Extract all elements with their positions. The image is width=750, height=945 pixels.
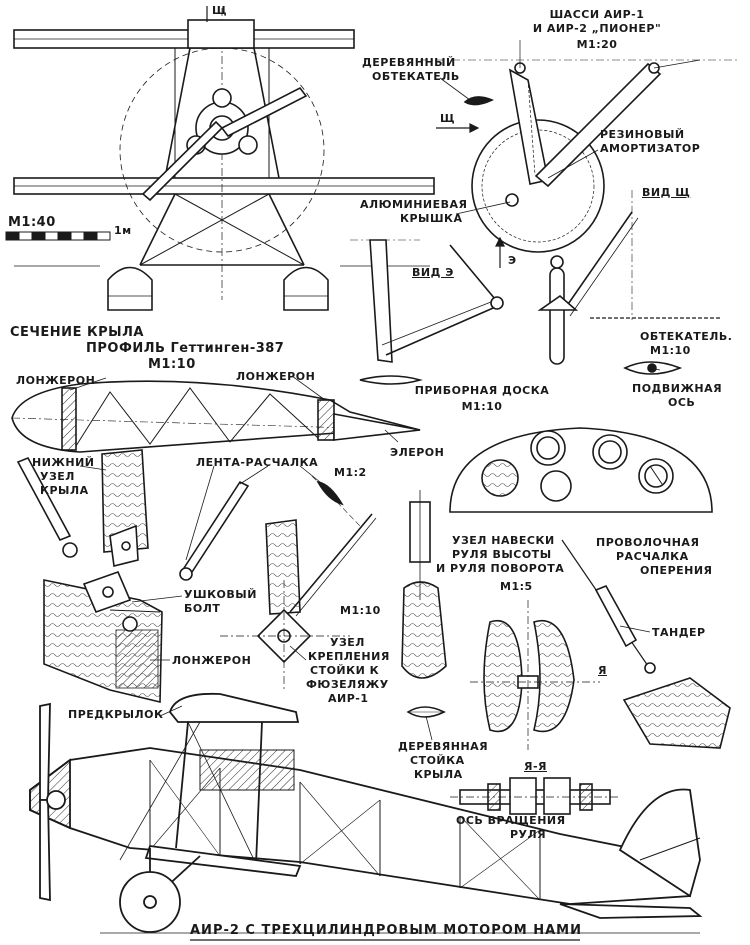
- view-e-label: ВИД Э: [412, 266, 454, 279]
- fairing-scale: М1:10: [650, 344, 691, 357]
- rotation-axis-label-2: РУЛЯ: [510, 828, 547, 841]
- wooden-strut-label-3: КРЫЛА: [414, 768, 463, 781]
- strut-node-label-1: УЗЕЛ: [330, 636, 365, 649]
- scale-bar: [5, 231, 111, 241]
- view-arrows: [206, 6, 505, 268]
- strut-node-label-5: АИР-1: [328, 692, 369, 705]
- instrument-panel-label: ПРИБОРНАЯ ДОСКА: [414, 384, 550, 397]
- view-marker-top: Щ: [212, 4, 228, 17]
- wing-profile-name: ПРОФИЛЬ Геттинген-387: [86, 341, 285, 356]
- wooden-fairing-label-1: ДЕРЕВЯННЫЙ: [362, 56, 456, 69]
- view-shch-label: ВИД Щ: [642, 186, 691, 199]
- side-view-aircraft: [29, 692, 703, 934]
- tape-brace: [179, 475, 361, 581]
- view-arrow-e-label: Э: [508, 254, 517, 267]
- leader-lines: [69, 77, 661, 741]
- turnbuckle-label: ТАНДЕР: [652, 626, 706, 639]
- lower-wing-node: [16, 449, 149, 567]
- wing-section-scale: М1:10: [148, 357, 196, 372]
- front-view-aircraft: [13, 8, 435, 311]
- wooden-strut-label-2: СТОЙКА: [410, 754, 465, 767]
- strut-node-label-4: ФЮЗЕЛЯЖУ: [306, 678, 389, 691]
- hinge-scale: М1:5: [500, 580, 533, 593]
- aileron-label: ЭЛЕРОН: [390, 446, 445, 459]
- strut-attachment-node: [220, 513, 377, 690]
- wing-section-profile: [11, 380, 421, 453]
- strut-node-scale: М1:10: [340, 604, 381, 617]
- lower-node-label-3: КРЫЛА: [40, 484, 89, 497]
- view-shch-gear: [537, 190, 720, 375]
- chassis-title-line-2: И АИР-2 „ПИОНЕР": [532, 22, 662, 35]
- wire-brace-label-2: РАСЧАЛКА: [616, 550, 689, 563]
- eye-bolt-label-1: УШКОВЫЙ: [184, 588, 257, 601]
- section-ya-ya-label: Я-Я: [524, 760, 548, 773]
- movable-axis-label-1: ПОДВИЖНАЯ: [632, 382, 723, 395]
- fairing-label: ОБТЕКАТЕЛЬ.: [640, 330, 733, 343]
- section-ya-mark: Я: [598, 664, 607, 677]
- rotation-axis-label-1: ОСЬ ВРАЩЕНИЯ: [456, 814, 566, 827]
- view-e-gear: [350, 239, 504, 385]
- hinge-label-2: РУЛЯ ВЫСОТЫ: [452, 548, 552, 561]
- instrument-panel-scale: М1:10: [461, 400, 503, 413]
- spar-label-left: ЛОНЖЕРОН: [16, 374, 96, 387]
- rubber-shock-label-1: РЕЗИНОВЫЙ: [600, 128, 685, 141]
- rubber-shock-label-2: АМОРТИЗАТОР: [600, 142, 701, 155]
- wire-brace-label-3: ОПЕРЕНИЯ: [640, 564, 713, 577]
- bottom-caption: АИР-2 С ТРЕХЦИЛИНДРОВЫМ МОТОРОМ НАМИ: [190, 923, 583, 938]
- wooden-strut: [401, 490, 447, 718]
- strut-node-label-2: КРЕПЛЕНИЯ: [308, 650, 390, 663]
- slat-label: ПРЕДКРЫЛОК: [68, 708, 164, 721]
- chassis-title-line-1: ШАССИ АИР-1: [549, 8, 645, 21]
- rotation-axis-section: [450, 777, 620, 815]
- eye-bolt-label-2: БОЛТ: [184, 602, 221, 615]
- instrument-panel: [449, 427, 713, 513]
- wooden-fairing-label-2: ОБТЕКАТЕЛЬ: [372, 70, 460, 83]
- chassis-side-view: [420, 40, 740, 253]
- spar-label-right: ЛОНЖЕРОН: [236, 370, 316, 383]
- tail-wire-brace: [561, 539, 731, 749]
- wooden-strut-label-1: ДЕРЕВЯННАЯ: [398, 740, 489, 753]
- view-arrow-shch-label: Щ: [440, 112, 456, 125]
- hinge-label-1: УЗЕЛ НАВЕСКИ: [452, 534, 555, 547]
- spar-label-lower: ЛОНЖЕРОН: [172, 654, 252, 667]
- hinge-label-3: И РУЛЯ ПОВОРОТА: [436, 562, 565, 575]
- wire-brace-label-1: ПРОВОЛОЧНАЯ: [596, 536, 700, 549]
- strut-node-label-3: СТОЙКИ К: [310, 664, 380, 677]
- aluminum-cap-label-1: АЛЮМИНИЕВАЯ: [360, 198, 468, 211]
- lower-node-label-1: НИЖНИЙ: [32, 456, 95, 469]
- lower-node-label-2: УЗЕЛ: [40, 470, 75, 483]
- wing-section-title: СЕЧЕНИЕ КРЫЛА: [10, 325, 144, 340]
- tape-brace-label: ЛЕНТА-РАСЧАЛКА: [196, 456, 319, 469]
- chassis-scale: М1:20: [576, 38, 618, 51]
- scale-bar-unit: 1м: [114, 224, 132, 237]
- aluminum-cap-label-2: КРЫШКА: [400, 212, 463, 225]
- hinge-rudder-elevator: [470, 600, 600, 750]
- scale-bar-scale: М1:40: [8, 215, 56, 230]
- scale-1-2-label: М1:2: [334, 466, 367, 479]
- movable-axis-label-2: ОСЬ: [668, 396, 696, 409]
- spar-block: [43, 570, 163, 704]
